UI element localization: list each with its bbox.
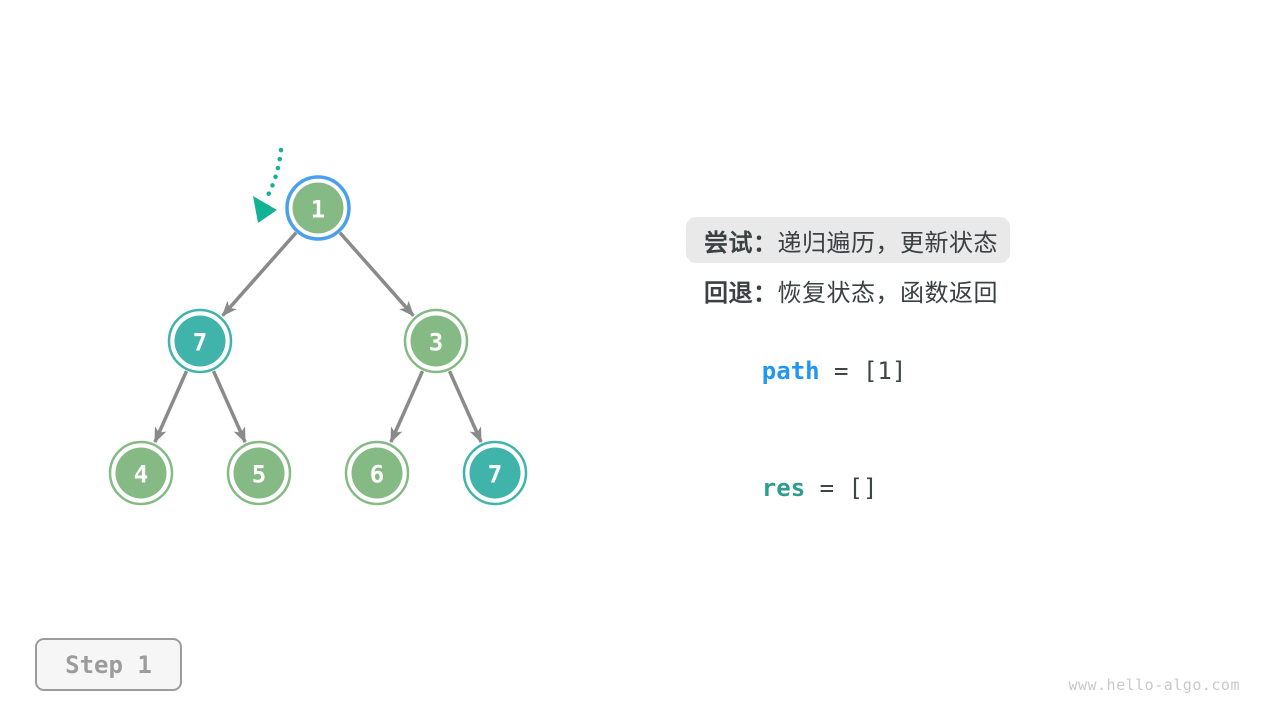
tree-edge [153, 370, 189, 444]
res-variable-name: res [761, 474, 806, 502]
tree-node-1-current: 1 [285, 175, 351, 241]
note-backtrack: 回退：恢复状态，函数返回 [686, 267, 998, 313]
node-fill [469, 447, 521, 499]
note-backtrack-label: 回退： [704, 279, 778, 307]
res-variable: res = [] [704, 446, 878, 530]
node-label: 5 [252, 461, 266, 489]
node-label: 1 [311, 196, 325, 224]
pointer-arrow-icon [253, 147, 284, 223]
node-label: 7 [488, 461, 502, 489]
step-badge: Step 1 [35, 638, 182, 691]
path-variable-value: = [1] [819, 357, 907, 385]
node-fill [174, 315, 226, 367]
node-fill [410, 315, 462, 367]
path-variable-name: path [761, 357, 820, 385]
node-fill [351, 447, 403, 499]
tree-node-6: 6 [344, 440, 410, 506]
note-try-text: 递归遍历，更新状态 [777, 229, 998, 257]
node-fill [115, 447, 167, 499]
res-variable-value: = [] [805, 474, 878, 502]
path-variable: path = [1] [704, 329, 907, 413]
tree-edge [338, 231, 415, 317]
node-fill [292, 182, 344, 234]
note-try-label: 尝试： [704, 229, 778, 257]
note-try: 尝试：递归遍历，更新状态 [686, 217, 1010, 263]
tree-edge [389, 370, 425, 444]
node-label: 3 [429, 329, 443, 357]
tree-node-7: 7 [167, 308, 233, 374]
node-label: 7 [193, 329, 207, 357]
note-backtrack-text: 恢复状态，函数返回 [777, 279, 998, 307]
node-label: 6 [370, 461, 384, 489]
tree-edge [211, 370, 247, 444]
node-label: 4 [134, 461, 148, 489]
watermark: www.hello-algo.com [1068, 676, 1240, 694]
node-fill [233, 447, 285, 499]
tree-node-3: 3 [403, 308, 469, 374]
tree-node-7: 7 [462, 440, 528, 506]
tree-node-4: 4 [108, 440, 174, 506]
tree-node-5: 5 [226, 440, 292, 506]
tree-edge [447, 370, 483, 444]
tree-edge [221, 231, 298, 317]
